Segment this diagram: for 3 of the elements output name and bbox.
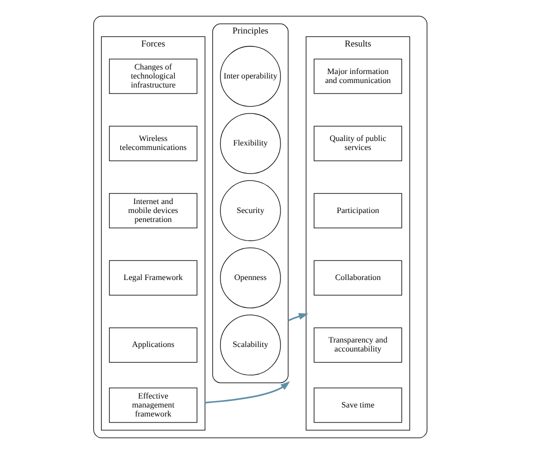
cluster xyxy=(93,16,428,438)
arrow xyxy=(204,381,290,404)
arrow xyxy=(288,313,308,322)
